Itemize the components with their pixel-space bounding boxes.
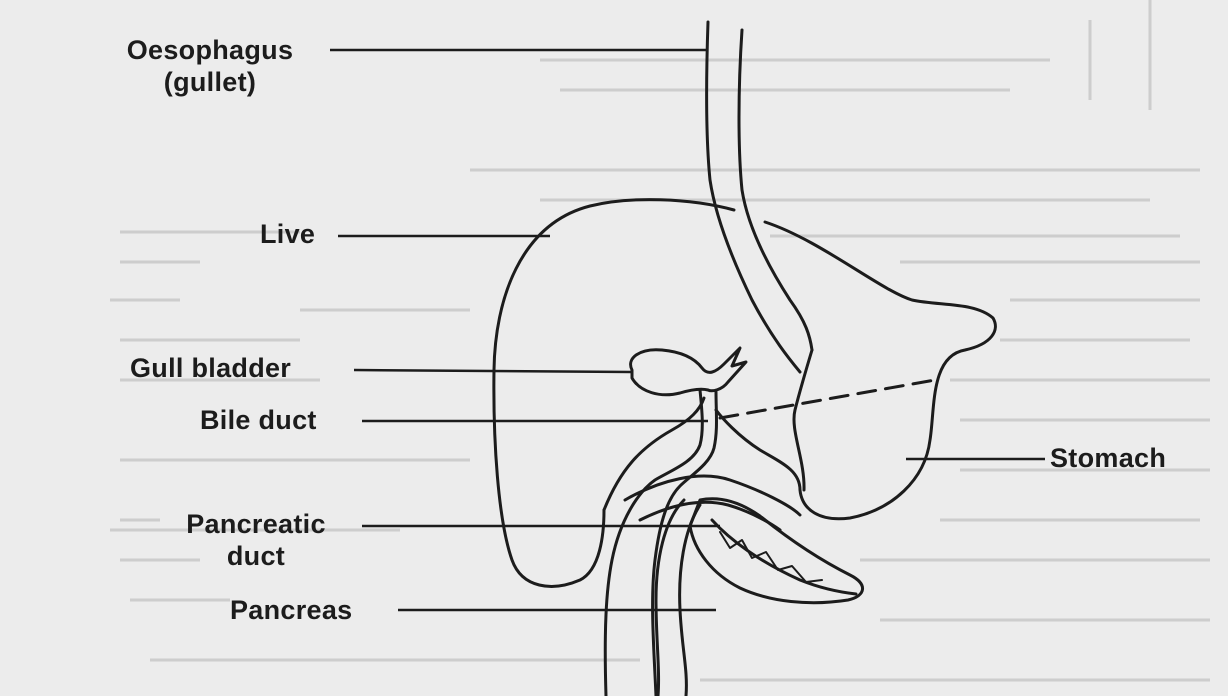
liver-outline (492, 198, 736, 588)
oesophagus-left-wall (705, 20, 802, 374)
stomach-inner-curve (792, 348, 814, 492)
liver-inner-lobe (602, 396, 706, 512)
pancreatic-duct-line (710, 518, 858, 596)
stomach-label: Stomach (1050, 443, 1167, 473)
gall-bladder-leader (353, 368, 633, 374)
diagram-lines (492, 20, 997, 696)
gall-bladder-shape (629, 346, 748, 397)
oesophagus-label: Oesophagus (gullet) (90, 34, 330, 98)
pancreatic-duct-label: Pancreatic duct (156, 508, 356, 572)
pancreas-outline (688, 497, 864, 605)
intestine-loop-left (654, 498, 686, 696)
gall-bladder-label: Gull bladder (130, 353, 292, 383)
intestine-loop-right (678, 503, 702, 696)
oesophagus-label-line2: (gullet) (163, 67, 257, 97)
stomach-dashed-line (718, 378, 937, 420)
pancreas-label: Pancreas (230, 595, 353, 625)
duodenum-outer (623, 474, 802, 517)
pancreatic-duct-label-line1: Pancreatic (186, 509, 326, 539)
background-bleed-through (110, 0, 1210, 682)
leader-lines (330, 48, 1045, 612)
pancreatic-duct-label-line2: duct (226, 541, 286, 571)
pancreas-texture (719, 531, 823, 583)
oesophagus-right-wall (737, 28, 814, 352)
oesophagus-label-line1: Oesophagus (126, 35, 294, 65)
stomach-outline (714, 220, 997, 521)
bile-duct-label: Bile duct (200, 405, 317, 435)
bile-duct-right (651, 390, 718, 696)
liver-label: Live (260, 219, 316, 249)
